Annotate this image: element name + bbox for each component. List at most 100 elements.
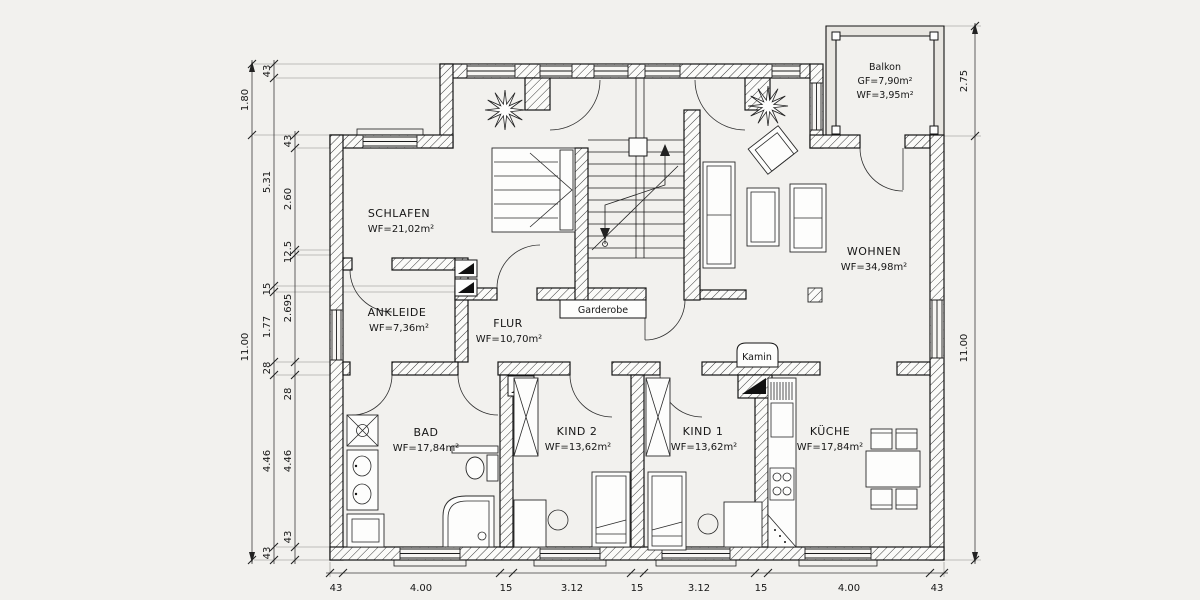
dim-left-mid-5: 4.46: [262, 450, 273, 472]
window-top-2: [539, 64, 573, 78]
door-landing-left: [549, 79, 601, 131]
dim-left-inner-0: 43: [283, 135, 294, 148]
dim-left-mid-4: 28: [262, 362, 273, 375]
chair-kind1: [697, 513, 719, 535]
dining-table: [865, 450, 921, 488]
windows: [330, 64, 944, 567]
dim-left-inner-2: 12.5: [283, 241, 294, 263]
window-top-1: [466, 64, 516, 78]
window-top-4: [644, 64, 681, 78]
plant-schlafen: [484, 89, 526, 131]
bed-kind2: [591, 471, 631, 548]
kitchen-counter: [767, 377, 797, 548]
window-kueche: [798, 547, 878, 567]
washing-machine: [346, 414, 379, 447]
bed-schlafen: [491, 147, 576, 233]
sofa-large: [702, 161, 736, 269]
door-ankleide-bad: [351, 374, 393, 416]
label-wohnen: WOHNEN: [847, 245, 901, 258]
dim-left-inner-6: 43: [283, 531, 294, 544]
dimension-chains: 1.80 11.00 43 5.31 15 1.77 28 4.46 43 43…: [240, 21, 980, 594]
floor-outlet-symbol: [807, 287, 823, 303]
dim-left-inner-3: 2.695: [283, 294, 294, 323]
area-balkon-wf: WF=3,95m²: [856, 90, 913, 101]
sofa-small: [789, 183, 827, 253]
area-wohnen: WF=34,98m²: [841, 262, 907, 273]
wardrobe-kind1: [645, 377, 671, 457]
desk-kind1: [723, 501, 763, 548]
shower-tray: [346, 513, 385, 548]
dim-left-mid-6: 43: [262, 547, 273, 560]
window-bad: [393, 547, 467, 567]
door-balkon: [859, 147, 904, 192]
area-kind2: WF=13,62m²: [545, 442, 611, 453]
door-flur-wohnen: [644, 299, 686, 341]
area-bad: WF=17,84m²: [393, 443, 459, 454]
dim-left-outer-1: 11.00: [240, 333, 251, 362]
window-ankleide: [330, 309, 343, 361]
area-ankleide: WF=7,36m²: [369, 323, 429, 334]
door-flur-bad: [457, 374, 499, 416]
dim-left-inner-4: 28: [283, 388, 294, 401]
label-schlafen: SCHLAFEN: [368, 207, 430, 220]
plant-wohnen: [747, 85, 789, 127]
window-stair-side: [810, 82, 823, 131]
coffee-table: [746, 187, 780, 247]
label-kind2: KIND 2: [557, 425, 598, 438]
label-garderobe: Garderobe: [578, 305, 628, 316]
area-balkon-gf: GF=7,90m²: [857, 76, 912, 87]
window-top-5: [771, 64, 801, 78]
double-washbasin: [346, 449, 379, 511]
area-kueche: WF=17,84m²: [797, 442, 863, 453]
kamin-triangle: [742, 378, 766, 394]
dim-right-1: 11.00: [959, 334, 970, 363]
dining-chairs: [870, 428, 918, 510]
toilet: [451, 445, 499, 482]
dim-left-inner-1: 2.60: [283, 188, 294, 210]
door-landing-right: [694, 79, 746, 131]
dim-left-inner-5: 4.46: [283, 450, 294, 472]
dim-bottom-7: 4.00: [838, 583, 860, 594]
bathtub: [442, 495, 495, 548]
armchair: [747, 125, 799, 175]
furniture: [346, 85, 921, 551]
dim-bottom-3: 3.12: [561, 583, 583, 594]
door-ankleide: [349, 269, 393, 313]
dim-bottom-6: 15: [755, 583, 768, 594]
chair-kind2: [547, 509, 569, 531]
label-kind1: KIND 1: [683, 425, 724, 438]
dim-left-mid-3: 1.77: [262, 316, 273, 338]
dim-bottom-2: 15: [500, 583, 513, 594]
dim-left-mid-1: 5.31: [262, 171, 273, 193]
window-schlafen: [356, 128, 424, 148]
label-boxes: [559, 299, 779, 368]
dim-bottom-4: 15: [631, 583, 644, 594]
dim-right-0: 2.75: [959, 70, 970, 92]
dim-bottom-8: 43: [931, 583, 944, 594]
area-schlafen: WF=21,02m²: [368, 224, 434, 235]
window-wohnen: [930, 299, 944, 359]
kamin-box: [736, 342, 779, 368]
label-bad: BAD: [413, 426, 438, 439]
label-kueche: KÜCHE: [810, 425, 850, 438]
area-flur: WF=10,70m²: [476, 334, 542, 345]
doors: [349, 79, 904, 418]
door-schlafen: [496, 244, 541, 289]
label-balkon: Balkon: [869, 62, 901, 73]
garderobe-box: [559, 299, 647, 319]
area-kind1: WF=13,62m²: [671, 442, 737, 453]
wardrobe-kind2: [513, 377, 539, 457]
dim-left-mid-2: 15: [262, 283, 273, 296]
window-top-3: [593, 64, 629, 78]
shaft-ankleide: [454, 259, 478, 297]
door-kind2: [569, 374, 613, 418]
dim-left-mid-0: 43: [262, 65, 273, 78]
window-kind2: [533, 547, 607, 567]
dim-left-outer-0: 1.80: [240, 89, 251, 111]
desk-kind2: [513, 499, 547, 548]
room-labels: SCHLAFEN WF=21,02m² ANKLEIDE WF=7,36m² F…: [368, 62, 914, 454]
dim-bottom-0: 43: [330, 583, 343, 594]
dim-bottom-5: 3.12: [688, 583, 710, 594]
staircase: [588, 78, 684, 259]
